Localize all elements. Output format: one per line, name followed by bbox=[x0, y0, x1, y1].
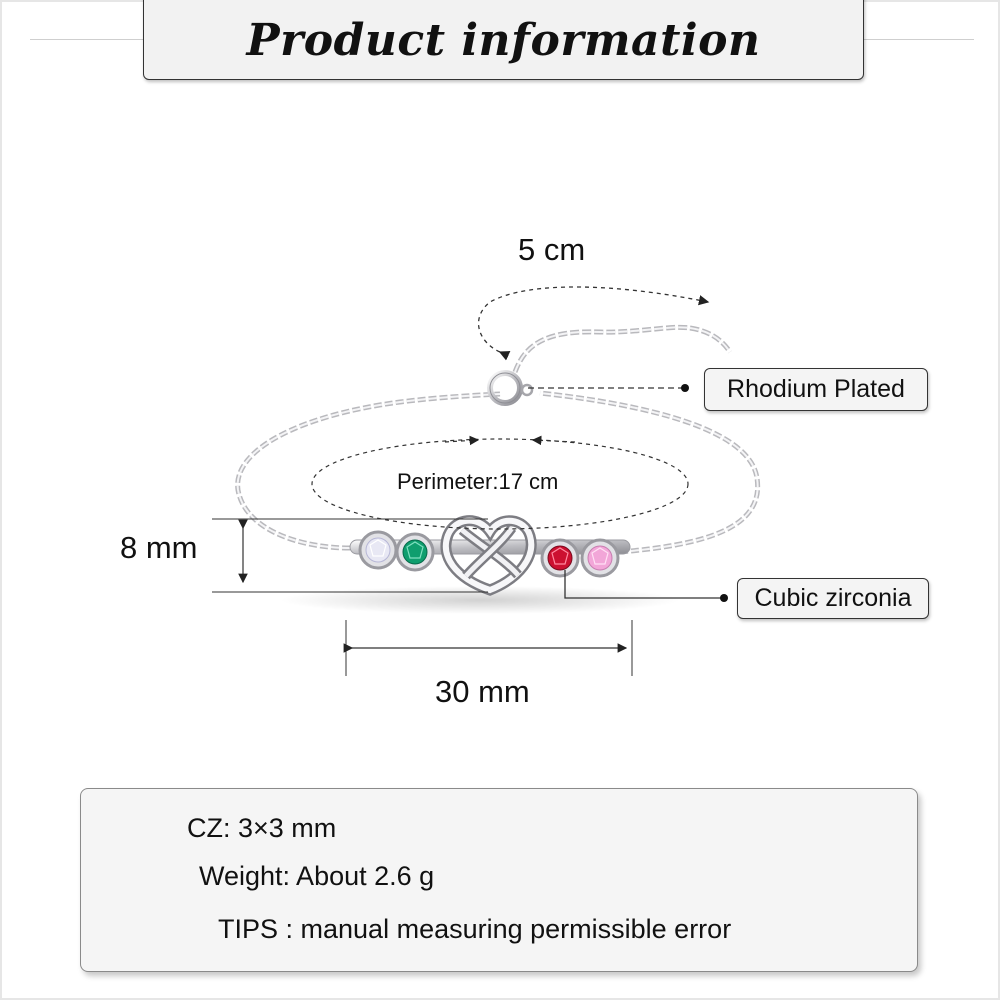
spec-tips: TIPS : manual measuring permissible erro… bbox=[218, 914, 732, 944]
height-label: 8 mm bbox=[120, 530, 198, 565]
spec-weight: Weight: About 2.6 g bbox=[199, 861, 435, 891]
heart-knot-charm bbox=[440, 515, 537, 596]
stone-leader bbox=[564, 570, 722, 599]
header-rule-right bbox=[864, 39, 974, 40]
birthstone-3 bbox=[540, 538, 580, 578]
plating-callout-text: Rhodium Plated bbox=[727, 375, 905, 403]
birthstone-2 bbox=[395, 532, 435, 572]
width-label: 30 mm bbox=[435, 674, 530, 709]
chain-right bbox=[539, 390, 761, 555]
extender-chain bbox=[512, 324, 733, 373]
birthstone-1 bbox=[358, 530, 398, 570]
extender-arrow bbox=[478, 286, 710, 361]
stone-callout-text: Cubic zirconia bbox=[754, 584, 912, 612]
perimeter-ellipse bbox=[311, 438, 689, 530]
spec-panel bbox=[80, 788, 918, 972]
plating-leader-dot bbox=[681, 384, 689, 392]
bracelet-shadow bbox=[280, 586, 680, 614]
stone-leader-dot bbox=[720, 594, 728, 602]
header-banner: Product information bbox=[143, 0, 864, 80]
birthstone-4 bbox=[580, 538, 620, 578]
header-rule-left bbox=[30, 39, 143, 40]
page-title: Product information bbox=[246, 14, 761, 66]
plating-callout: Rhodium Plated bbox=[704, 368, 928, 411]
extender-length-label: 5 cm bbox=[518, 232, 586, 267]
stone-callout: Cubic zirconia bbox=[737, 578, 929, 619]
perimeter-label: Perimeter:17 cm bbox=[397, 469, 559, 494]
spec-cz-size: CZ: 3×3 mm bbox=[187, 813, 337, 843]
